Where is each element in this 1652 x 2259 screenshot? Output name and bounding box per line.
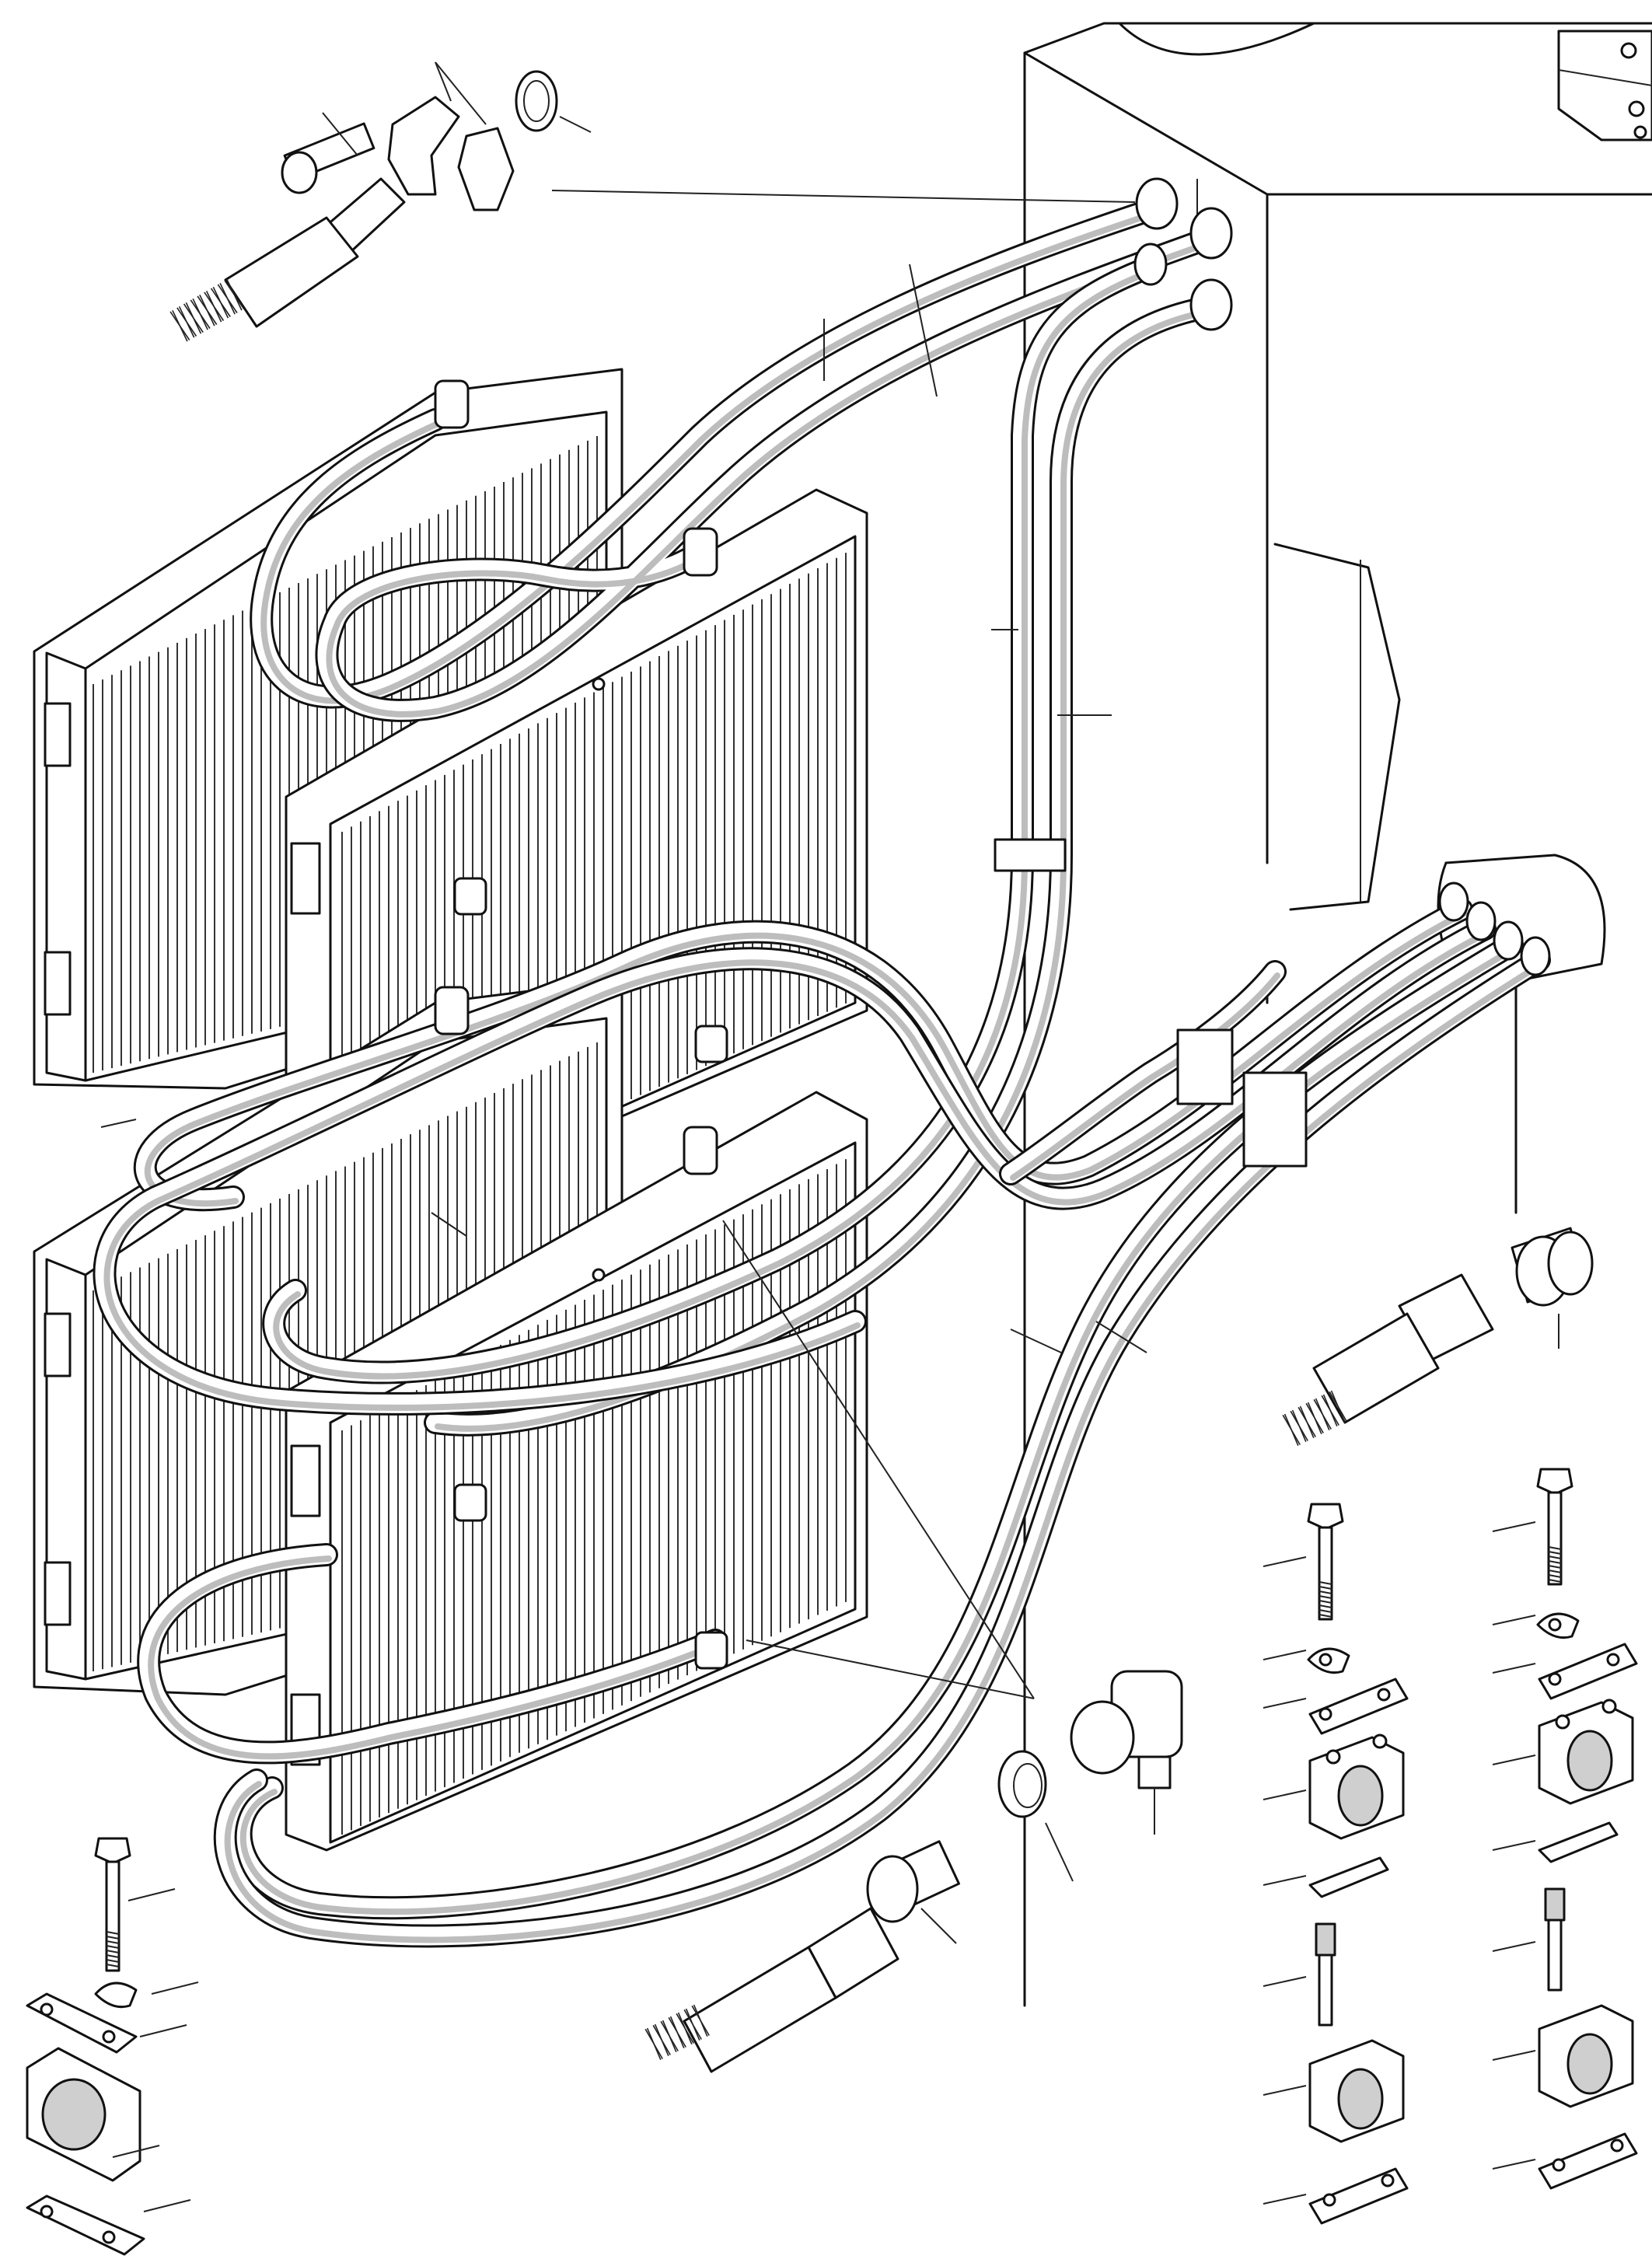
- hydraulic-hoses: [93, 198, 1551, 1948]
- capscrew: [94, 1837, 131, 1972]
- clamp-cover-plate: [26, 2194, 145, 2256]
- elbow-fitting: [1070, 1670, 1183, 1789]
- hydraulic-hose-body: [317, 232, 1210, 720]
- hydraulic-hose-shade: [148, 1555, 721, 1760]
- braided-hose-end: [644, 1907, 899, 2073]
- hose-braid-hatch: [1290, 1410, 1308, 1441]
- clamp-cover-plate: [1308, 1678, 1409, 1735]
- hose-braid-hatch: [183, 303, 204, 333]
- clamp-cover-plate: [1538, 2132, 1638, 2190]
- lock-washer: [1307, 1647, 1350, 1674]
- flange-kit-detail: [169, 61, 1136, 342]
- weld-plate: [1538, 1821, 1619, 1863]
- hose-braid-hatch: [224, 280, 245, 309]
- hydraulic-hose-body: [95, 920, 1494, 1413]
- hydraulic-hose-body: [135, 900, 1471, 1210]
- hose-fitting-elbow: [434, 379, 728, 1670]
- reservoir-tank: [1023, 22, 1652, 2007]
- hose-braid-hatch: [1321, 1395, 1339, 1426]
- hydraulic-hose-shade: [260, 211, 1156, 704]
- hose-clamp-block: [26, 2047, 141, 2182]
- lock-washer: [94, 1981, 138, 2009]
- hose-braid-hatch: [1313, 1398, 1332, 1430]
- hydraulic-hose-shade: [144, 910, 1467, 1207]
- hydraulic-hose-shade: [1010, 972, 1280, 1181]
- weld-plate: [1308, 1856, 1389, 1898]
- reservoir-breather-bracket: [1557, 30, 1652, 141]
- stud: [1544, 1887, 1566, 1992]
- elbow-detail-center: [644, 1220, 1183, 2073]
- hose-braid-hatch: [660, 2020, 679, 2051]
- hose-braid-hatch: [691, 2005, 710, 2036]
- braided-hose-end: [169, 177, 406, 342]
- flange-fittings-tank: [1133, 177, 1233, 331]
- hose-braid-hatch: [652, 2024, 671, 2055]
- hose-clamp-block: [994, 838, 1308, 1168]
- hose-braid-hatch: [197, 295, 218, 325]
- adapter-nipple: [866, 1840, 960, 1923]
- hydraulic-hose-shade: [326, 242, 1207, 718]
- hose-clamp-block: [1538, 2004, 1634, 2108]
- hose-braid-hatch: [217, 284, 238, 313]
- hydraulic-hose-shade: [273, 269, 1152, 1380]
- braided-hose-end: [1282, 1273, 1494, 1446]
- hydraulic-hose-shade: [224, 961, 1545, 1943]
- hose-braid-hatch: [176, 307, 197, 337]
- stud: [1315, 1922, 1336, 2027]
- hose-braid-hatch: [1282, 1414, 1301, 1445]
- hose-clamp-block: [1308, 1734, 1405, 1840]
- capscrew: [281, 122, 375, 194]
- adapter-detail-right: [1282, 1227, 1594, 1446]
- hose-braid-hatch: [169, 311, 190, 340]
- hydraulic-hose-shade: [103, 930, 1490, 1411]
- hydraulic-hose-shade: [239, 945, 1518, 1915]
- clamp-stack-right-b: [1492, 1468, 1638, 2190]
- adapter-nipple: [1511, 1227, 1594, 1307]
- hose-braid-hatch: [644, 2028, 663, 2059]
- o-ring: [515, 70, 558, 132]
- side-port-fittings: [1438, 882, 1551, 976]
- clamp-leaders: [1492, 1521, 1536, 2170]
- flange-clamp-half: [387, 96, 515, 211]
- clamp-stack-left: [26, 1837, 199, 2256]
- hose-clamp-block: [1308, 2039, 1405, 2143]
- lock-washer: [1536, 1612, 1580, 1639]
- hose-braid-hatch: [1329, 1391, 1347, 1422]
- hydraulic-hose-body: [1001, 962, 1284, 1183]
- capscrew: [1307, 1503, 1344, 1621]
- capscrew: [1536, 1468, 1573, 1586]
- clamp-cover-plate: [26, 1992, 138, 2054]
- seal-plug: [997, 1750, 1047, 1818]
- clamp-cover-plate: [1538, 1643, 1638, 1700]
- hose-clamp-block: [1538, 1699, 1634, 1805]
- hose-braid-hatch: [668, 2016, 686, 2048]
- hose-braid-hatch: [683, 2009, 702, 2040]
- hydraulic-hose-body: [139, 1545, 725, 1762]
- clamp-leaders: [112, 1888, 199, 2212]
- hose-braid-hatch: [204, 292, 225, 321]
- clamp-stack-right-a: [1263, 1503, 1409, 2225]
- hydraulic-hose-body: [231, 935, 1521, 1918]
- clamp-cover-plate: [1308, 2167, 1409, 2225]
- hose-braid-hatch: [1305, 1402, 1324, 1433]
- hose-leaders: [100, 264, 1147, 1353]
- hose-braid-hatch: [210, 288, 231, 317]
- hose-braid-hatch: [676, 2013, 694, 2044]
- clamp-leaders: [1263, 1556, 1307, 2205]
- hose-braid-hatch: [190, 299, 211, 329]
- hose-braid-hatch: [1298, 1406, 1316, 1437]
- hydraulic-hose-body: [252, 201, 1160, 707]
